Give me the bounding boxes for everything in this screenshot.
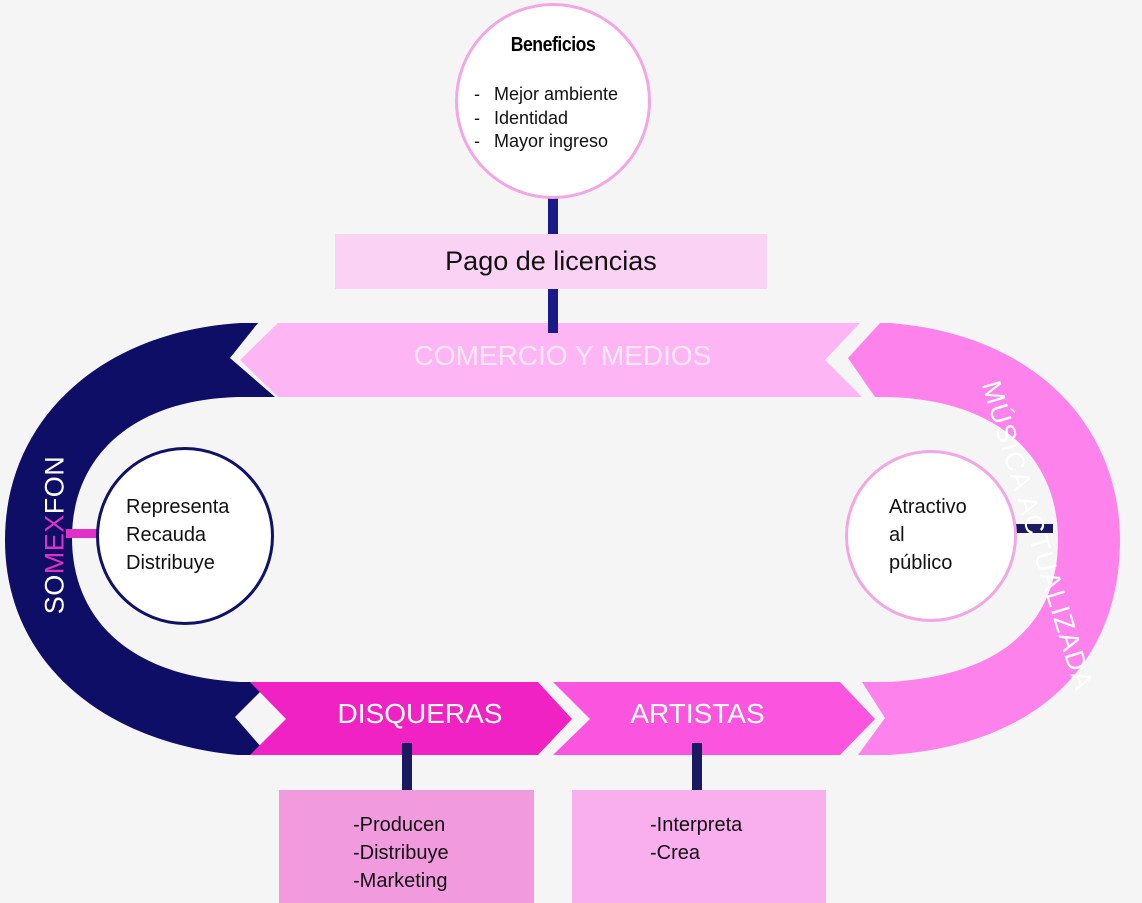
disqueras-tasks: -Producen -Distribuye -Marketing	[353, 811, 449, 895]
list-item: Atractivo	[889, 496, 967, 518]
list-item: -Interpreta	[650, 814, 743, 836]
connector-disqueras	[402, 743, 412, 797]
connector-somexfon	[66, 529, 114, 538]
somexfon-arc	[5, 323, 275, 755]
connector-benefits-licencias	[548, 186, 558, 234]
somexfon-label-highlight: MEX	[39, 514, 70, 575]
benefits-list: Mejor ambiente Identidad Mayor ingreso	[474, 83, 618, 154]
artistas-tasks: -Interpreta -Crea	[650, 811, 742, 867]
list-item: -Producen	[353, 814, 446, 836]
licencias-label: Pago de licencias	[445, 246, 657, 276]
comercio-arrow	[240, 323, 862, 397]
artistas-arrow	[553, 682, 875, 755]
connector-licencias-comercio	[548, 282, 558, 333]
list-item: Mejor ambiente	[474, 83, 618, 107]
list-item: Mayor ingreso	[474, 130, 618, 154]
disqueras-arrow	[250, 682, 572, 755]
list-item: -Crea	[650, 842, 701, 864]
list-item: público	[889, 552, 953, 574]
disqueras-box: -Producen -Distribuye -Marketing	[279, 790, 534, 903]
musica-benefit: Atractivo al público	[889, 493, 967, 577]
benefits-title: Beneficios	[510, 34, 596, 56]
somexfon-label: SOMEXFON	[40, 456, 71, 615]
musica-arc	[848, 323, 1120, 755]
list-item: Representa	[126, 496, 230, 518]
list-item: Identidad	[474, 107, 618, 131]
licencias-box: Pago de licencias	[335, 234, 767, 289]
comercio-label: COMERCIO Y MEDIOS	[413, 340, 712, 371]
somexfon-label-part: FON	[39, 455, 70, 515]
musica-circle	[845, 450, 1017, 622]
disqueras-label: DISQUERAS	[337, 698, 503, 729]
connector-musica	[1005, 524, 1053, 533]
somexfon-label-part: SO	[39, 574, 70, 615]
list-item: -Marketing	[353, 870, 448, 892]
list-item: Distribuye	[126, 552, 215, 574]
list-item: -Distribuye	[353, 842, 449, 864]
somexfon-circle	[96, 447, 274, 625]
connector-artistas	[692, 743, 702, 797]
artistas-label: ARTISTAS	[630, 698, 765, 729]
artistas-box: -Interpreta -Crea	[572, 790, 826, 903]
list-item: al	[889, 524, 905, 546]
somexfon-roles: Representa Recauda Distribuye	[126, 493, 229, 577]
list-item: Recauda	[126, 524, 207, 546]
